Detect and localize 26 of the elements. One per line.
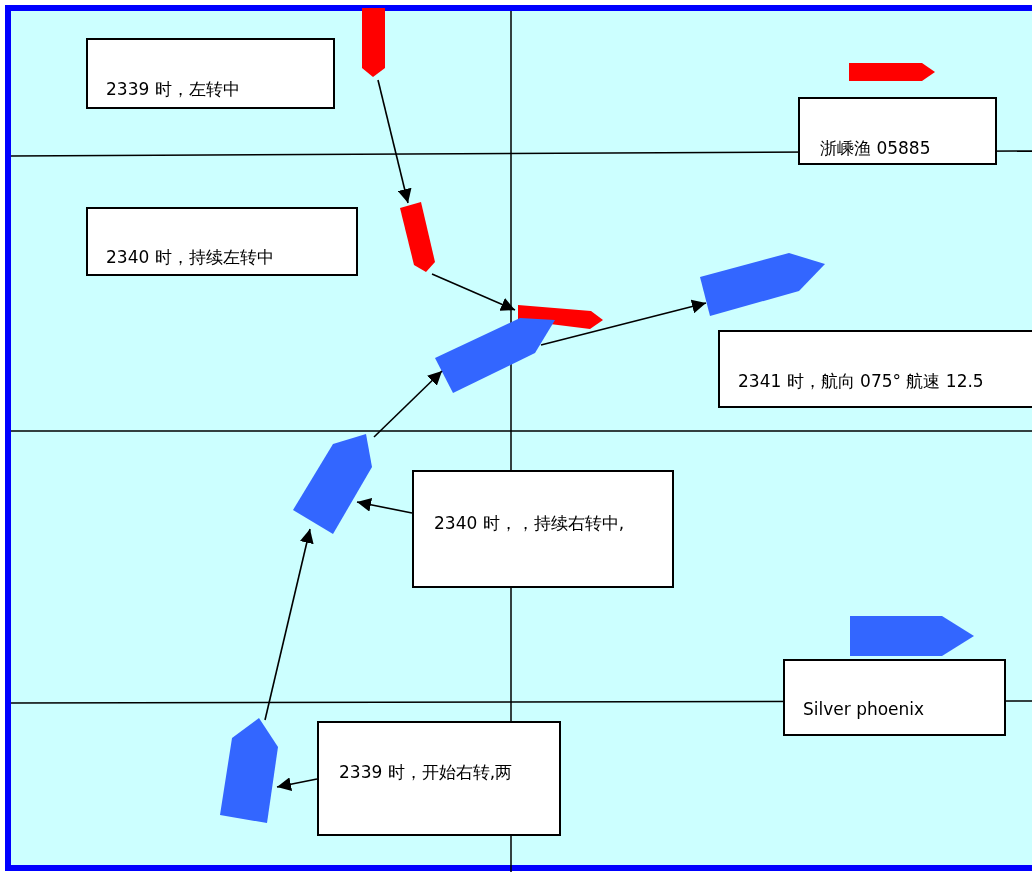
arrow bbox=[276, 777, 318, 792]
ship-marker bbox=[400, 202, 435, 272]
legend-label: 浙嵊渔 05885 bbox=[820, 137, 931, 160]
arrow bbox=[540, 299, 707, 346]
arrow bbox=[264, 528, 314, 721]
ship-marker bbox=[362, 8, 385, 77]
arrow bbox=[373, 370, 443, 438]
note-text: 2341 时，航向 075° 航速 12.5 bbox=[738, 370, 984, 393]
ship-marker bbox=[220, 718, 278, 823]
arrow bbox=[356, 497, 413, 514]
legend-label: Silver phoenix bbox=[803, 699, 925, 719]
note-text: 2340 时，持续左转中 bbox=[106, 246, 274, 269]
note-box bbox=[412, 470, 674, 588]
ship-marker bbox=[293, 434, 372, 534]
note-box bbox=[317, 721, 561, 836]
note-text: 2340 时，，持续右转中, bbox=[434, 512, 625, 535]
note-box bbox=[86, 38, 335, 109]
arrow bbox=[377, 79, 412, 204]
arrow bbox=[431, 273, 516, 311]
note-box bbox=[718, 330, 1032, 408]
ship-marker bbox=[700, 253, 825, 316]
ship-marker bbox=[435, 318, 555, 393]
note-text: 2339 时，开始右转,两 bbox=[339, 761, 513, 784]
note-text: 2339 时，左转中 bbox=[106, 78, 240, 101]
note-box bbox=[86, 207, 358, 276]
ship-marker bbox=[518, 305, 603, 329]
